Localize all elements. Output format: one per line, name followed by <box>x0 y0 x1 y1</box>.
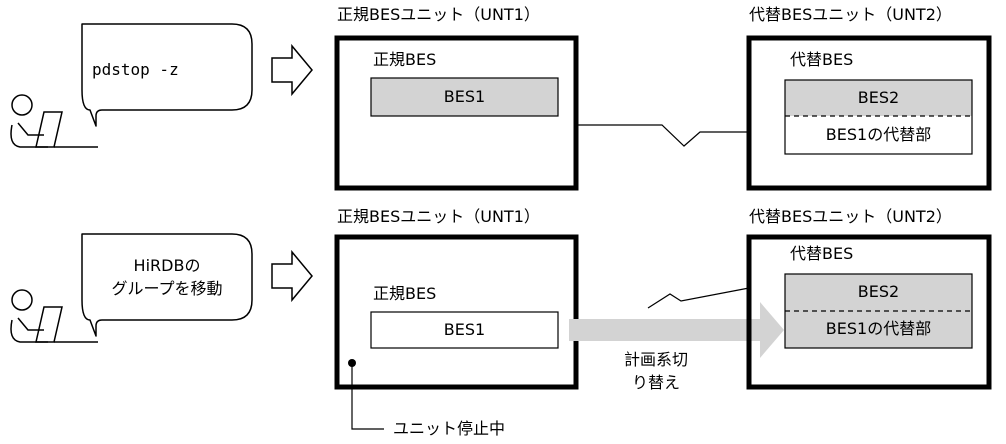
operation-text-line2: グループを移動 <box>111 279 223 298</box>
bes1-substitute-label: BES1の代替部 <box>825 319 932 338</box>
switchover-label-line1: 計画系切 <box>623 350 688 369</box>
network-link <box>576 124 749 147</box>
bes1-server-box <box>370 77 559 117</box>
bes2-label: BES2 <box>857 282 900 301</box>
switchover-label-line2: り替え <box>631 373 680 392</box>
command-speech-bubble <box>81 23 253 127</box>
bes1-server-box <box>370 311 559 349</box>
alternate-bes-label: 代替BES <box>790 50 854 69</box>
bes2-label: BES2 <box>857 88 900 107</box>
switchover-arrow <box>569 302 784 358</box>
network-link <box>647 287 750 309</box>
primary-bes-label: 正規BES <box>373 284 437 303</box>
alternate-unit-title: 代替BESユニット（UNT2） <box>749 5 952 24</box>
operator-icon <box>10 289 98 343</box>
alternate-unit-frame <box>746 234 992 390</box>
bes1-substitute-label: BES1の代替部 <box>825 125 932 144</box>
operation-speech-bubble <box>81 233 253 337</box>
action-arrow <box>271 43 313 97</box>
operation-text-line1: HiRDBの <box>133 256 201 275</box>
alternate-unit-title: 代替BESユニット（UNT2） <box>749 207 952 226</box>
status-leader-line <box>351 363 384 430</box>
primary-unit-title: 正規BESユニット（UNT1） <box>337 5 540 24</box>
primary-unit-title: 正規BESユニット（UNT1） <box>337 207 540 226</box>
bes1-label: BES1 <box>443 320 486 339</box>
command-text: pdstop -z <box>92 60 179 79</box>
bes2-server-box <box>785 80 972 116</box>
operator-icon <box>10 94 98 148</box>
bes1-label: BES1 <box>443 87 486 106</box>
unit-stopped-label: ユニット停止中 <box>393 419 506 438</box>
primary-bes-label: 正規BES <box>373 50 437 69</box>
action-arrow <box>271 249 313 303</box>
alternate-bes-label: 代替BES <box>790 244 854 263</box>
bes-combined-box <box>784 79 973 155</box>
